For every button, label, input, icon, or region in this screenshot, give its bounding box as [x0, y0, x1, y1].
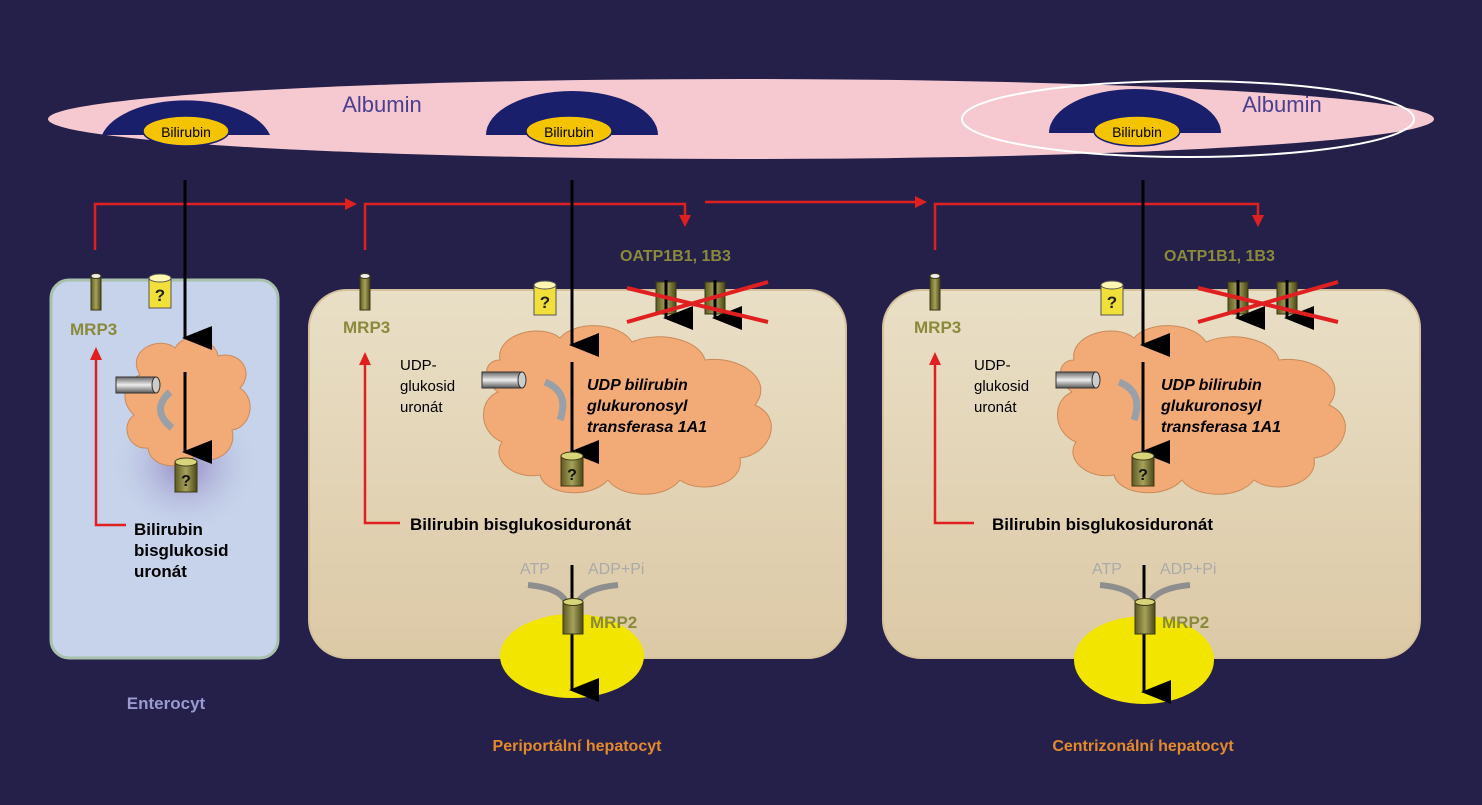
atp-label: ATP — [520, 561, 550, 578]
udp-substrate-line2: glukosid — [400, 378, 455, 395]
albumin-label-right: Albumin — [1242, 92, 1321, 117]
enterocyte-product-line2: bisglukosid — [134, 541, 228, 560]
hepatocyte-er-unknown-transporter: ? — [1131, 451, 1155, 487]
mrp2-transporter — [562, 598, 584, 635]
svg-text:?: ? — [540, 293, 550, 312]
hepatocyte-er-unknown-transporter: ? — [560, 451, 584, 487]
enterocyte-udp-channel — [115, 376, 161, 394]
oatp-label: OATP1B1, 1B3 — [1164, 248, 1275, 265]
centrizonal-hepatocyte: UDP- glukosid uronát UDP bilirubin gluku… — [882, 180, 1421, 755]
hepatocyte-name: Periportální hepatocyt — [493, 738, 663, 755]
svg-text:?: ? — [567, 467, 577, 484]
bilirubin-label: Bilirubin — [544, 124, 594, 140]
enterocyte-unknown-transporter: ? — [148, 273, 172, 309]
hepatocyte-efflux-arrow — [933, 360, 974, 525]
enterocyte-conjugation-curve — [157, 389, 175, 431]
bilirubin-label: Bilirubin — [161, 124, 211, 140]
circulation-arrowheads — [345, 196, 1264, 227]
hepatocyte-mrp3-transporter — [359, 273, 371, 311]
hepatocyte-mrp3-transporter — [929, 273, 941, 311]
bilirubin-label: Bilirubin — [1112, 124, 1162, 140]
enzyme-line1: UDP bilirubin — [587, 377, 688, 394]
enterocyte-mrp3-transporter — [90, 273, 102, 311]
enterocyte-er — [124, 337, 251, 467]
udp-substrate-line2: glukosid — [974, 378, 1029, 395]
svg-text:?: ? — [181, 473, 191, 490]
mrp2-label: MRP2 — [1162, 613, 1209, 632]
oatp-transporters-blocked — [1197, 280, 1339, 330]
enterocyte-mrp3-label: MRP3 — [70, 320, 117, 339]
hepatocyte-unknown-transporter: ? — [533, 280, 557, 316]
enterocyte-efflux-arrow — [94, 355, 126, 527]
oatp-transporters-blocked — [626, 280, 769, 330]
enzyme-line2: glukuronosyl — [586, 398, 688, 415]
adp-label: ADP+Pi — [588, 561, 644, 578]
udp-substrate-line1: UDP- — [400, 357, 437, 374]
enterocyte-product-line1: Bilirubin — [134, 520, 203, 539]
udp-substrate-line3: uronát — [974, 399, 1017, 416]
bilirubin-complex-1: Bilirubin — [102, 100, 270, 147]
enterocyte-er-unknown-transporter: ? — [174, 457, 198, 493]
enzyme-line2: glukuronosyl — [1160, 398, 1262, 415]
hepatocyte-product: Bilirubin bisglukosiduronát — [992, 515, 1213, 534]
oatp-label: OATP1B1, 1B3 — [620, 248, 731, 265]
enzyme-line1: UDP bilirubin — [1161, 377, 1262, 394]
hepatocyte-unknown-transporter: ? — [1100, 280, 1124, 316]
atp-label: ATP — [1092, 561, 1122, 578]
svg-text:?: ? — [1107, 293, 1117, 312]
circulation-arrows — [93, 200, 1260, 250]
enterocyte-name: Enterocyt — [127, 694, 206, 713]
hepatocyte-mrp3-label: MRP3 — [343, 318, 390, 337]
udp-substrate-line3: uronát — [400, 399, 443, 416]
svg-text:?: ? — [155, 286, 165, 305]
svg-text:?: ? — [1138, 467, 1148, 484]
hepatocyte-mrp3-label: MRP3 — [914, 318, 961, 337]
mrp2-label: MRP2 — [590, 613, 637, 632]
albumin-label-left: Albumin — [342, 92, 421, 117]
bilirubin-complex-2: Bilirubin — [486, 91, 658, 147]
enzyme-line3: transferasa 1A1 — [1161, 419, 1281, 436]
hepatocyte-udp-channel — [481, 371, 527, 389]
hepatocyte-name: Centrizonální hepatocyt — [1052, 738, 1234, 755]
hepatocyte-er — [483, 325, 772, 495]
hepatocyte-conjugation-curve — [543, 378, 567, 422]
hepatocyte-er — [1057, 325, 1346, 495]
mrp2-transporter — [1134, 598, 1156, 635]
hepatocyte-conjugation-curve — [1117, 378, 1141, 422]
periportal-hepatocyte: UDP- glukosid uronát UDP bilirubin gluku… — [308, 180, 847, 755]
albumin-right-outline — [961, 80, 1415, 158]
bilirubin-complex-3: Bilirubin — [1049, 89, 1221, 147]
enterocyte-product-line3: uronát — [134, 562, 187, 581]
enzyme-line3: transferasa 1A1 — [587, 419, 707, 436]
hepatocyte-udp-channel — [1055, 371, 1101, 389]
hepatocyte-efflux-arrow — [363, 360, 400, 525]
adp-label: ADP+Pi — [1160, 561, 1216, 578]
hepatocyte-product: Bilirubin bisglukosiduronát — [410, 515, 631, 534]
udp-substrate-line1: UDP- — [974, 357, 1011, 374]
